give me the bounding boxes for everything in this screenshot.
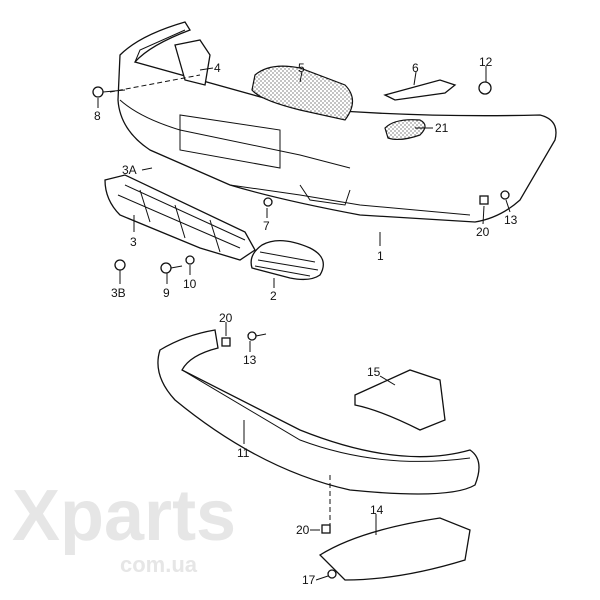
watermark-brand: Xparts: [12, 476, 236, 556]
lower-spoiler-part-11: [157, 329, 480, 495]
callout-13-top: 13: [504, 213, 518, 227]
screw-part-9: [160, 262, 183, 274]
callout-10: 10: [183, 277, 197, 291]
callout-3B: 3B: [111, 286, 126, 300]
callout-3A: 3A: [122, 163, 137, 177]
callout-12: 12: [479, 55, 493, 69]
nut-part-20-mid: [221, 337, 231, 347]
front-bumper-cover: [117, 21, 557, 223]
callout-17: 17: [302, 573, 316, 587]
part-21: [384, 119, 426, 141]
clip-part-3B: [114, 259, 126, 271]
callout-5: 5: [298, 61, 305, 75]
callout-2: 2: [270, 289, 277, 303]
undertray-part-14: [318, 517, 471, 581]
callout-20-bottom: 20: [296, 523, 310, 537]
watermark-domain: com.ua: [120, 552, 198, 577]
callout-13-mid: 13: [243, 353, 257, 367]
callout-20-mid: 20: [219, 311, 233, 325]
screw-part-17: [327, 569, 337, 579]
nut-part-20-top: [479, 195, 489, 205]
nut-part-20-bottom: [321, 524, 331, 534]
leader-lines: [97, 66, 511, 581]
callout-4: 4: [214, 61, 221, 75]
bracket-part-4: [174, 39, 211, 86]
side-grille-part-2: [250, 240, 324, 281]
callout-8: 8: [94, 109, 101, 123]
air-duct-part-15: [354, 369, 446, 431]
screw-part-13-mid: [247, 331, 267, 341]
screw-part-13-top: [500, 190, 510, 200]
grille-part-3: [104, 174, 256, 261]
callout-3: 3: [130, 235, 137, 249]
callout-6: 6: [412, 61, 419, 75]
callout-15: 15: [367, 365, 381, 379]
callout-9: 9: [163, 286, 170, 300]
washer-part-10: [185, 255, 195, 265]
callout-11: 11: [237, 446, 250, 460]
bracket-part-6: [383, 79, 457, 101]
impact-absorber-part-5: [251, 65, 354, 121]
screw-part-7: [263, 197, 273, 207]
clip-part-12: [478, 81, 492, 95]
callout-14: 14: [370, 503, 384, 517]
callout-20-top: 20: [476, 225, 490, 239]
callout-21: 21: [435, 121, 449, 135]
callout-1: 1: [377, 249, 384, 263]
callout-7: 7: [263, 219, 270, 233]
